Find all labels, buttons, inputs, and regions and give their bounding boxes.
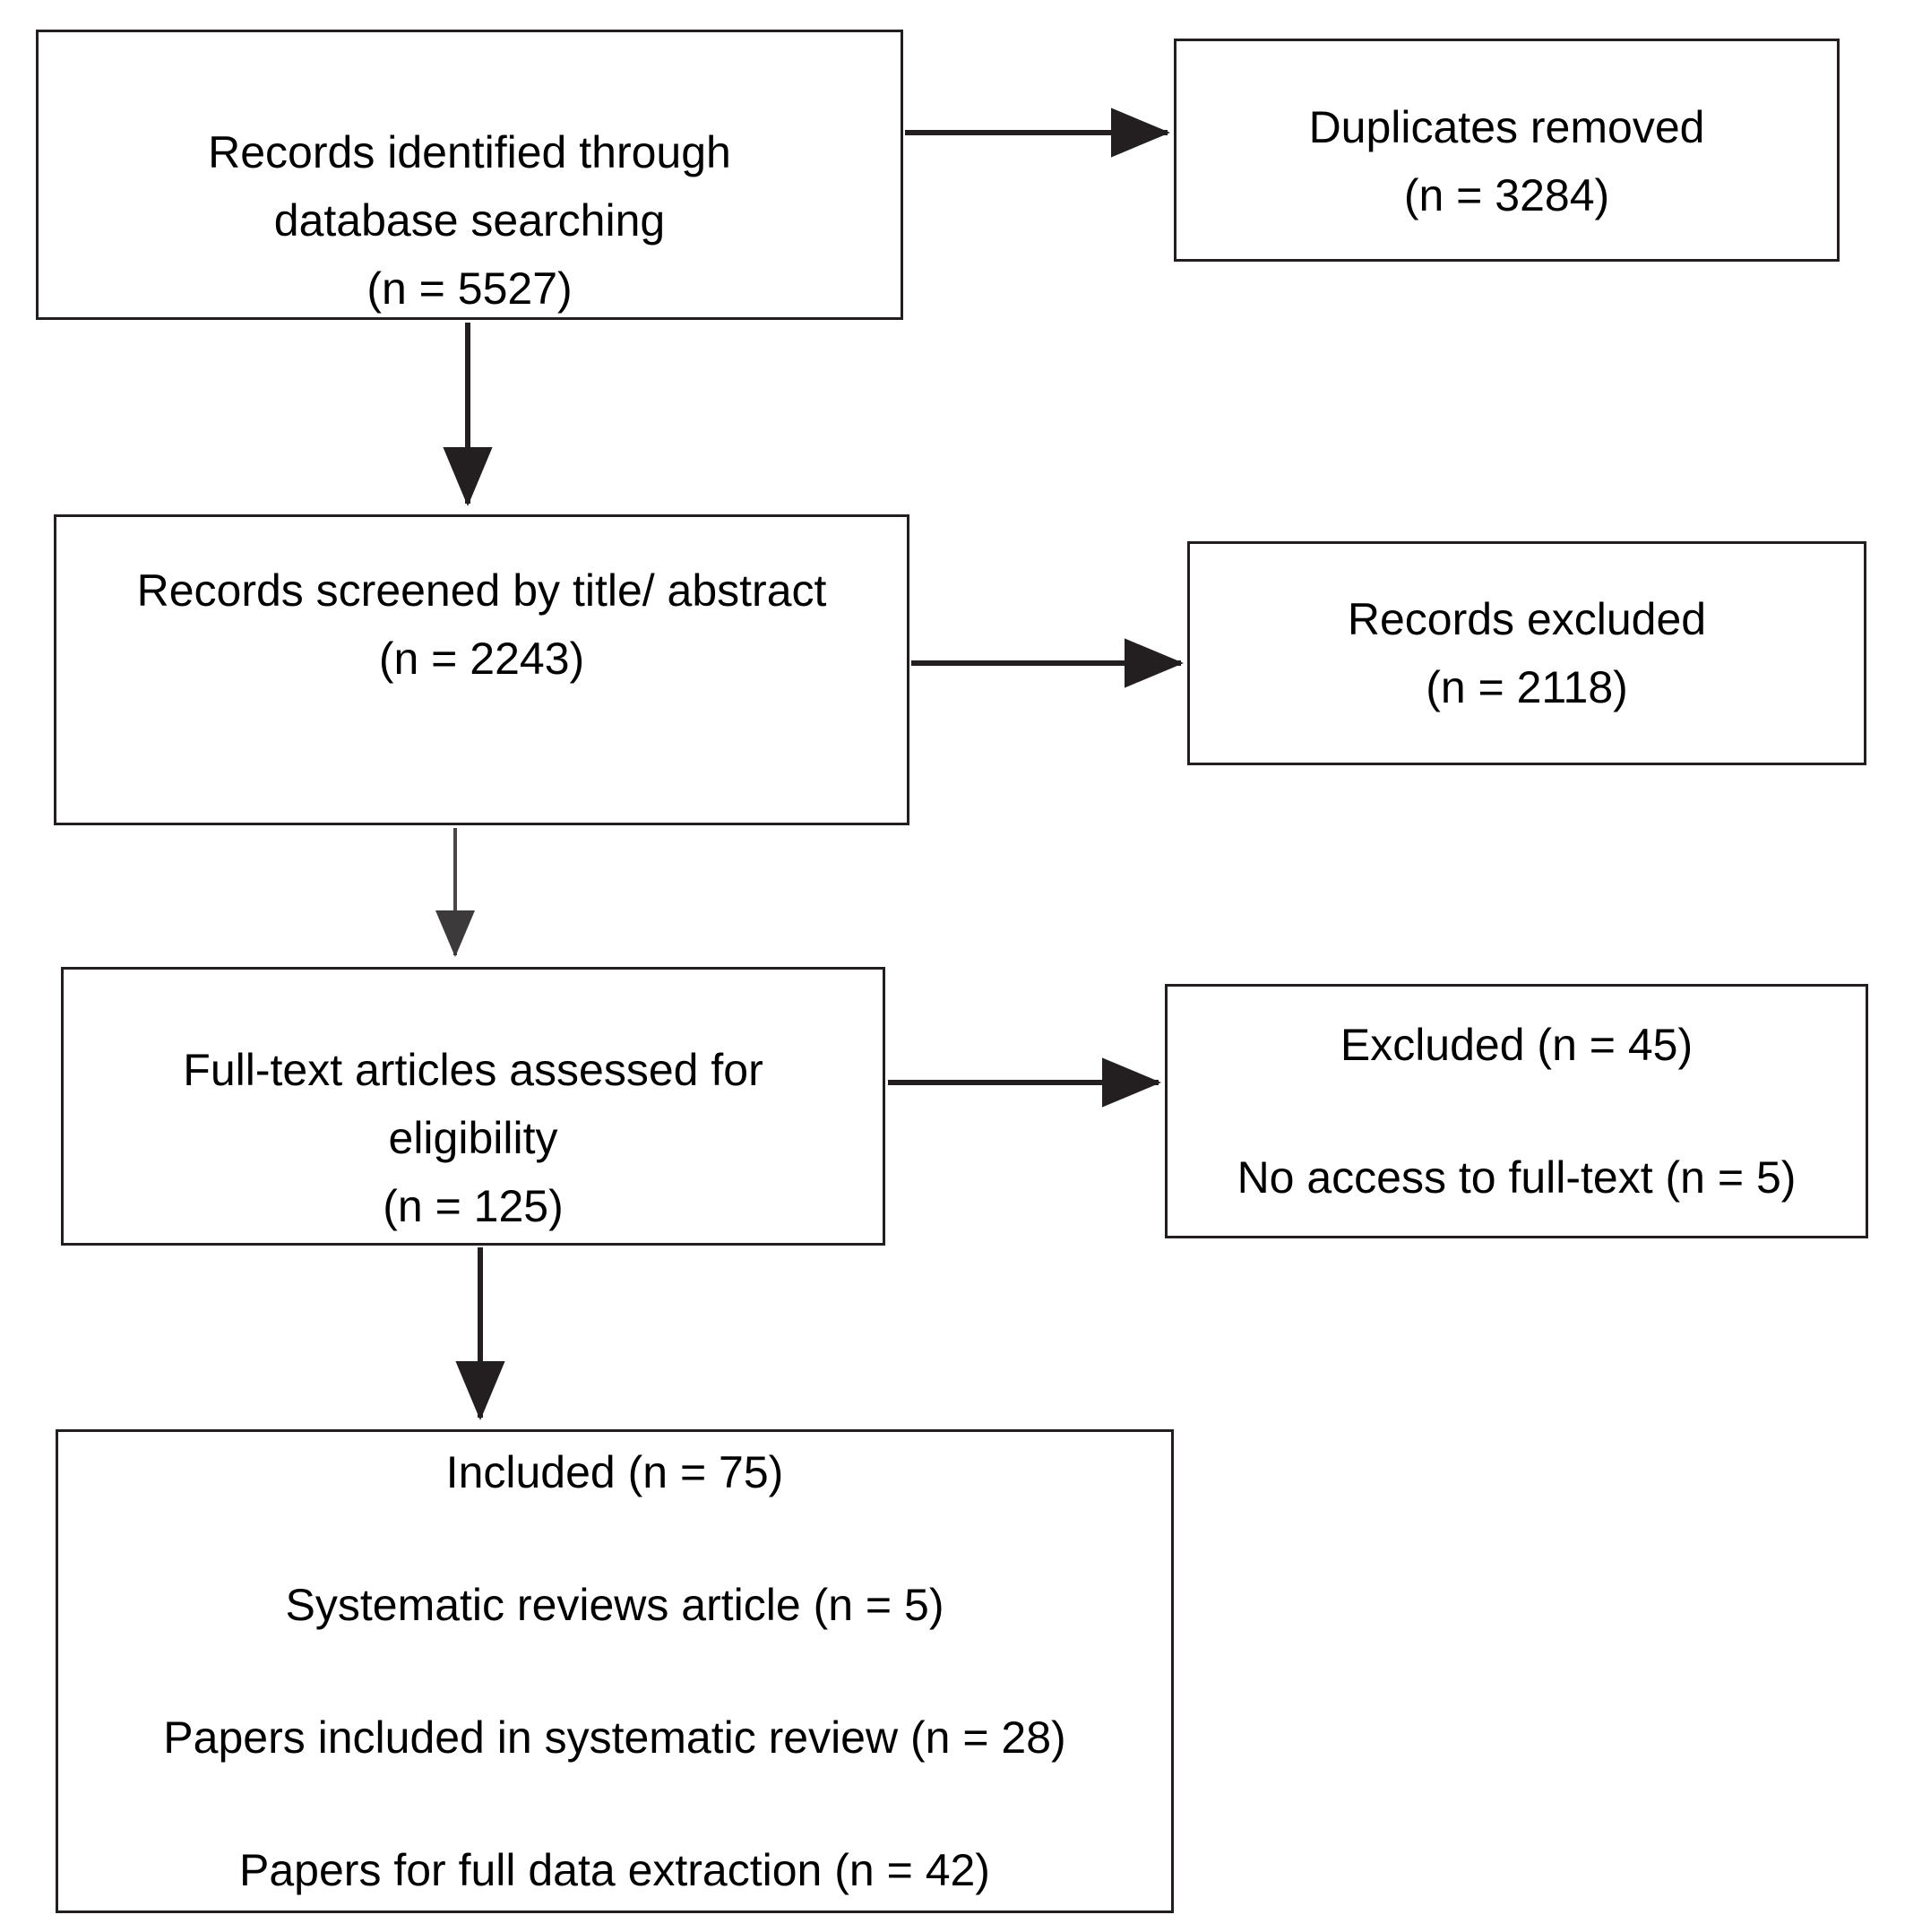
included-box[interactable]: Included (n = 75) Systematic reviews art… xyxy=(56,1429,1174,1913)
full-text-excluded-line-2: No access to full-text (n = 5) xyxy=(1237,1152,1797,1203)
records-excluded-line-1: Records excluded xyxy=(1347,594,1707,644)
records-screened-box[interactable]: Records screened by title/ abstract (n =… xyxy=(54,514,909,825)
duplicates-removed-line-2: (n = 3284) xyxy=(1403,170,1610,220)
full-text-assessed-line-1: Full-text articles assessed for xyxy=(183,1045,763,1095)
duplicates-removed-line-1: Duplicates removed xyxy=(1308,102,1705,152)
records-identified-line-3: (n = 5527) xyxy=(366,263,573,314)
full-text-assessed-box[interactable]: Full-text articles assessed for eligibil… xyxy=(61,967,885,1246)
records-identified-text: Records identified through database sear… xyxy=(39,118,901,323)
records-screened-line-2: (n = 2243) xyxy=(378,634,585,684)
records-identified-line-2: database searching xyxy=(273,195,666,246)
included-text: Included (n = 75) Systematic reviews art… xyxy=(58,1438,1171,1904)
full-text-assessed-line-3: (n = 125) xyxy=(383,1181,564,1231)
records-identified-line-1: Records identified through xyxy=(208,127,731,177)
full-text-excluded-box[interactable]: Excluded (n = 45) No access to full-text… xyxy=(1165,984,1868,1238)
records-screened-text: Records screened by title/ abstract (n =… xyxy=(56,556,907,693)
full-text-assessed-text: Full-text articles assessed for eligibil… xyxy=(64,1036,883,1240)
records-identified-box[interactable]: Records identified through database sear… xyxy=(36,30,903,320)
records-screened-line-1: Records screened by title/ abstract xyxy=(136,565,827,616)
full-text-assessed-line-2: eligibility xyxy=(388,1113,558,1163)
records-excluded-box[interactable]: Records excluded (n = 2118) xyxy=(1187,541,1866,765)
full-text-excluded-text: Excluded (n = 45) No access to full-text… xyxy=(1168,1011,1866,1212)
duplicates-removed-box[interactable]: Duplicates removed (n = 3284) xyxy=(1174,39,1840,262)
duplicates-removed-text: Duplicates removed (n = 3284) xyxy=(1176,93,1837,229)
included-line-4: Papers for full data extraction (n = 42) xyxy=(239,1845,990,1895)
included-line-1: Included (n = 75) xyxy=(445,1447,784,1497)
included-line-2: Systematic reviews article (n = 5) xyxy=(285,1580,944,1630)
full-text-excluded-line-1: Excluded (n = 45) xyxy=(1340,1020,1694,1070)
included-line-3: Papers included in systematic review (n … xyxy=(163,1712,1066,1763)
records-excluded-text: Records excluded (n = 2118) xyxy=(1190,585,1864,721)
records-excluded-line-2: (n = 2118) xyxy=(1426,662,1628,712)
